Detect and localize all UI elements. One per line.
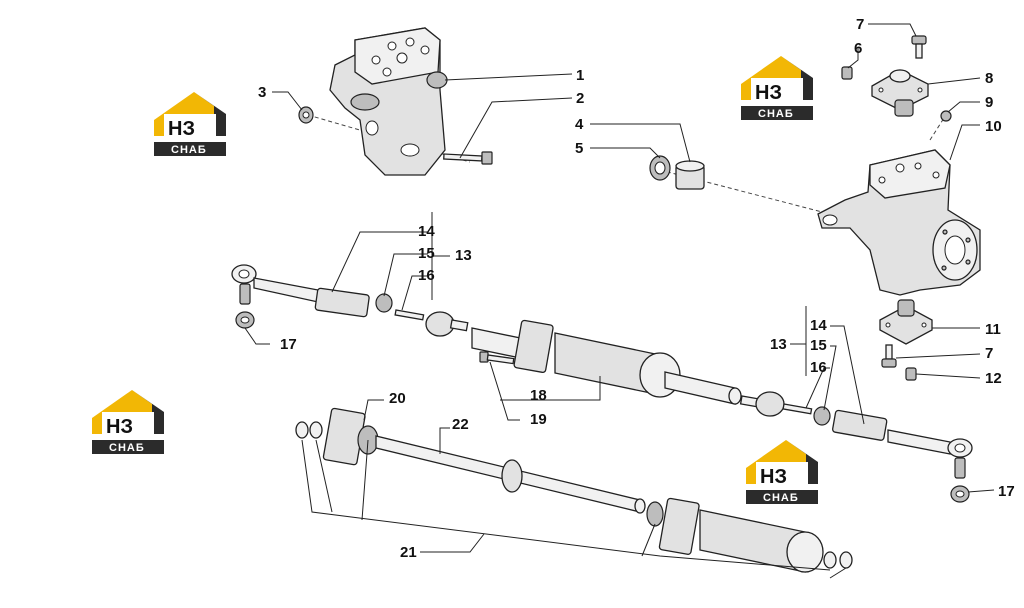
callout-15-left: 15 <box>418 245 435 262</box>
callout-7-top: 7 <box>856 16 864 33</box>
watermark-logo-4: НЗ СНАБ <box>746 440 818 504</box>
callout-20: 20 <box>389 390 406 407</box>
right-steering-knuckle <box>817 149 981 296</box>
callout-19: 19 <box>530 411 547 428</box>
cover-11 <box>879 299 933 345</box>
seal-5 <box>649 155 671 181</box>
callout-14-left: 14 <box>418 223 435 240</box>
boot-17-right <box>950 485 970 503</box>
callout-15-right: 15 <box>810 337 827 354</box>
callout-18: 18 <box>530 387 547 404</box>
watermark-bottom-text: СНАБ <box>171 144 207 156</box>
callout-13-left: 13 <box>455 247 472 264</box>
left-steering-knuckle <box>329 27 448 176</box>
watermark-bottom-text: СНАБ <box>763 492 799 504</box>
cover-8 <box>871 69 929 117</box>
callout-2: 2 <box>576 90 584 107</box>
callout-12: 12 <box>985 370 1002 387</box>
watermark-top-text: НЗ <box>106 416 133 438</box>
callout-10: 10 <box>985 118 1002 135</box>
tie-rod-left <box>231 264 469 337</box>
callout-21: 21 <box>400 544 417 561</box>
bolt-2 <box>443 151 493 165</box>
callout-22: 22 <box>452 416 469 433</box>
callout-3: 3 <box>258 84 266 101</box>
bolt-19 <box>479 351 515 365</box>
grease-fitting-6 <box>841 66 853 80</box>
watermark-top-text: НЗ <box>755 82 782 104</box>
leader-lines <box>244 23 995 579</box>
nut-3 <box>298 106 314 124</box>
lower-cylinder <box>322 407 824 573</box>
callout-6: 6 <box>854 40 862 57</box>
grease-fitting-12 <box>905 367 917 381</box>
watermark-logo-1: НЗ СНАБ <box>154 92 226 156</box>
callout-labels: 1 2 3 4 5 6 7 8 9 10 11 7 12 14 15 16 13… <box>258 16 1015 561</box>
callout-16-left: 16 <box>418 267 435 284</box>
callout-11: 11 <box>985 321 1001 338</box>
callout-8: 8 <box>985 70 993 87</box>
screw-7-bottom <box>881 344 897 368</box>
screw-7-top <box>911 35 927 59</box>
watermark-bottom-text: СНАБ <box>109 442 145 454</box>
watermark-top-text: НЗ <box>168 118 195 140</box>
watermark-logo-3: НЗ СНАБ <box>92 390 164 454</box>
callout-14-right: 14 <box>810 317 827 334</box>
callout-17-left: 17 <box>280 336 297 353</box>
nut-9 <box>940 110 952 122</box>
callout-7-bottom: 7 <box>985 345 993 362</box>
bushing-4 <box>675 160 705 190</box>
boot-17-left <box>235 311 255 329</box>
callout-5: 5 <box>575 140 583 157</box>
callout-16-right: 16 <box>810 359 827 376</box>
callout-1: 1 <box>576 67 584 84</box>
seal-rings-21 <box>295 421 853 569</box>
tie-rod-right <box>739 391 973 479</box>
watermark-bottom-text: СНАБ <box>758 108 794 120</box>
watermark-top-text: НЗ <box>760 466 787 488</box>
callout-9: 9 <box>985 94 993 111</box>
callout-17-right: 17 <box>998 483 1015 500</box>
steering-cylinder <box>471 319 742 405</box>
watermark-logo-2: НЗ СНАБ <box>741 56 813 120</box>
callout-13-right: 13 <box>770 336 787 353</box>
assembly-axis-right <box>929 117 945 141</box>
callout-4: 4 <box>575 116 584 133</box>
